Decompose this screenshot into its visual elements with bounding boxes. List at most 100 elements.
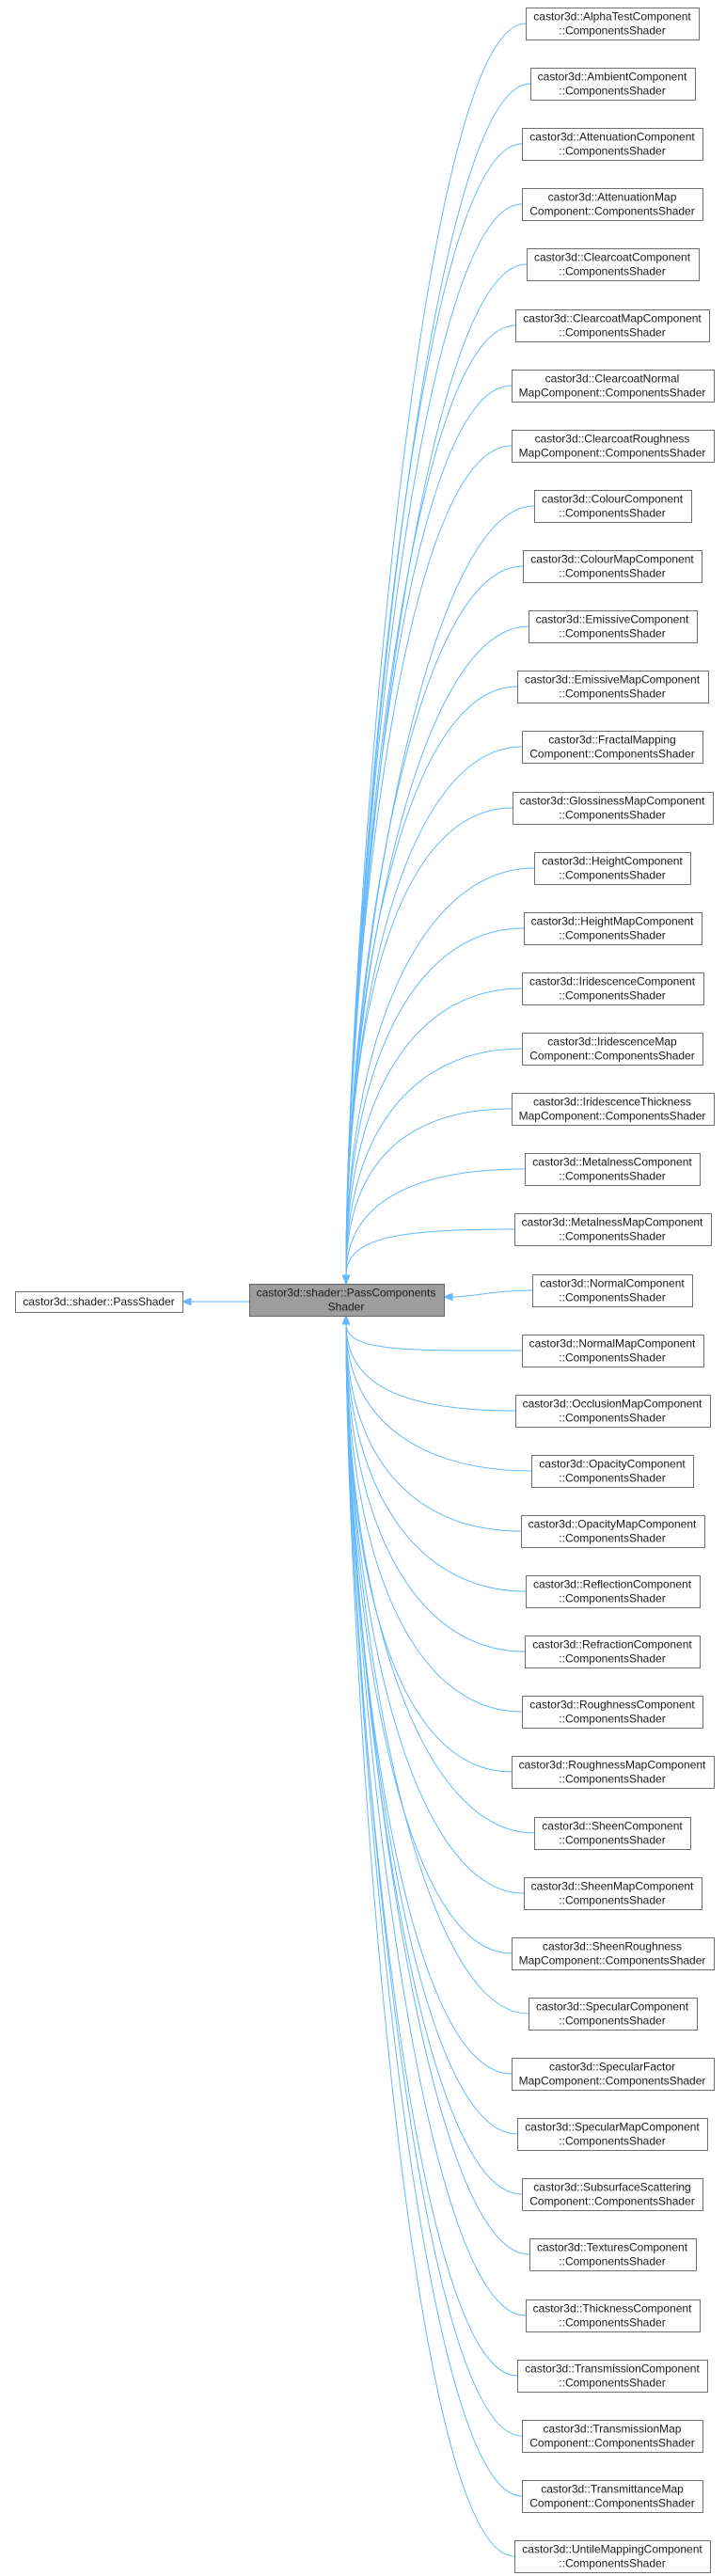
derived-node-emissivemapcomponent-componentsshader-label-line-2: ::ComponentsShader (559, 687, 665, 701)
derived-node-untilemappingcomponent-componentsshader-label-line-2: ::ComponentsShader (559, 2557, 665, 2570)
derived-node-iridescencecomponent-componentsshader-box (522, 972, 704, 1005)
derived-node-normalmapcomponent-componentsshader-label-line-2: ::ComponentsShader (559, 1351, 665, 1365)
derived-node-sheenmapcomponent-componentsshader-box (524, 1877, 702, 1910)
derived-node-clearcoatcomponent-componentsshader[interactable]: castor3d::ClearcoatComponent::Components… (527, 248, 700, 281)
derived-node-reflectioncomponent-componentsshader-label-line-2: ::ComponentsShader (559, 1592, 665, 1605)
derived-node-specularcomponent-componentsshader[interactable]: castor3d::SpecularComponent::ComponentsS… (529, 1998, 698, 2031)
derived-node-metalnessmapcomponent-componentsshader-edge-arrowhead (341, 1274, 351, 1286)
derived-node-ambientcomponent-componentsshader-label-line-2: ::ComponentsShader (559, 85, 665, 98)
derived-node-sheenmapcomponent-componentsshader-label-line-2: ::ComponentsShader (559, 1894, 665, 1907)
derived-node-opacitymapcomponent-componentsshader-edge (345, 1323, 522, 1532)
derived-node-normalmapcomponent-componentsshader-edge (345, 1323, 523, 1351)
derived-node-attenuationmapcomponent-componentsshader-label-line-2: Component::ComponentsShader (529, 205, 694, 218)
derived-node-colourcomponent-componentsshader-edge (345, 505, 535, 1276)
derived-node-normalmapcomponent-componentsshader[interactable]: castor3d::NormalMapComponent::Components… (522, 1335, 704, 1367)
derived-node-specularfactormapcomponent-componentsshader-label-line-1: castor3d::SpecularFactor (549, 2061, 675, 2074)
derived-node-heightmapcomponent-componentsshader-label-line-2: ::ComponentsShader (559, 929, 665, 942)
derived-node-iridescencecomponent-componentsshader-label-line-2: ::ComponentsShader (559, 989, 665, 1003)
derived-node-fractalmappingcomponent-componentsshader-label-line-1: castor3d::FractalMapping (548, 734, 675, 747)
derived-node-glossinessmapcomponent-componentsshader-box (513, 792, 714, 825)
derived-node-attenuationcomponent-componentsshader[interactable]: castor3d::AttenuationComponent::Componen… (522, 128, 703, 161)
derived-node-clearcoatcomponent-componentsshader-label-line-2: ::ComponentsShader (559, 265, 665, 278)
derived-node-heightcomponent-componentsshader-box (534, 852, 691, 885)
derived-node-refractioncomponent-componentsshader[interactable]: castor3d::RefractionComponent::Component… (525, 1636, 701, 1668)
derived-node-sheenroughnessmapcomponent-componentsshader-box (512, 1937, 715, 1970)
derived-node-specularfactormapcomponent-componentsshader-edge (345, 1323, 513, 2075)
derived-node-thicknesscomponent-componentsshader-box (526, 2299, 701, 2332)
derived-node-transmittancemapcomponent-componentsshader[interactable]: castor3d::TransmittanceMapComponent::Com… (522, 2480, 703, 2513)
derived-node-occlusionmapcomponent-componentsshader-label-line-1: castor3d::OcclusionMapComponent (523, 1398, 702, 1411)
derived-node-colourmapcomponent-componentsshader[interactable]: castor3d::ColourMapComponent::Components… (523, 550, 702, 583)
derived-node-iridescencethicknessmapcomponent-componentsshader[interactable]: castor3d::IridescenceThicknessMapCompone… (512, 1093, 715, 1126)
derived-node-transmissionmapcomponent-componentsshader-label-line-1: castor3d::TransmissionMap (544, 2423, 682, 2436)
derived-node-specularcomponent-componentsshader-edge (345, 1323, 529, 2015)
derived-node-sheencomponent-componentsshader[interactable]: castor3d::SheenComponent::ComponentsShad… (534, 1817, 691, 1850)
derived-node-ambientcomponent-componentsshader-box (530, 68, 696, 101)
derived-node-glossinessmapcomponent-componentsshader[interactable]: castor3d::GlossinessMapComponent::Compon… (513, 792, 714, 825)
derived-node-texturescomponent-componentsshader[interactable]: castor3d::TexturesComponent::ComponentsS… (529, 2238, 697, 2271)
derived-node-clearcoatroughnessmapcomponent-componentsshader[interactable]: castor3d::ClearcoatRoughnessMapComponent… (512, 430, 715, 463)
edges-layer (181, 23, 535, 2557)
derived-node-clearcoatnormalmapcomponent-componentsshader[interactable]: castor3d::ClearcoatNormalMapComponent::C… (512, 370, 715, 403)
derived-node-transmittancemapcomponent-componentsshader-edge (345, 1323, 523, 2497)
derived-node-untilemappingcomponent-componentsshader[interactable]: castor3d::UntileMappingComponent::Compon… (514, 2540, 711, 2573)
derived-node-sheenroughnessmapcomponent-componentsshader-label-line-2: MapComponent::ComponentsShader (519, 1954, 706, 1968)
derived-node-fractalmappingcomponent-componentsshader[interactable]: castor3d::FractalMappingComponent::Compo… (522, 731, 703, 764)
derived-node-iridescencemapcomponent-componentsshader-box (522, 1033, 703, 1066)
derived-node-reflectioncomponent-componentsshader[interactable]: castor3d::ReflectionComponent::Component… (526, 1575, 701, 1608)
derived-node-emissivecomponent-componentsshader-label-line-2: ::ComponentsShader (559, 627, 665, 640)
derived-node-clearcoatmapcomponent-componentsshader[interactable]: castor3d::ClearcoatMapComponent::Compone… (515, 309, 710, 342)
derived-node-emissivecomponent-componentsshader[interactable]: castor3d::EmissiveComponent::ComponentsS… (529, 610, 698, 643)
derived-node-metalnesscomponent-componentsshader[interactable]: castor3d::MetalnessComponent::Components… (525, 1153, 701, 1186)
derived-node-reflectioncomponent-componentsshader-label-line-1: castor3d::ReflectionComponent (533, 1578, 692, 1591)
derived-node-clearcoatroughnessmapcomponent-componentsshader-label-line-2: MapComponent::ComponentsShader (519, 447, 706, 460)
derived-node-alphatestcomponent-componentsshader[interactable]: castor3d::AlphaTestComponent::Components… (526, 8, 700, 40)
derived-node-heightmapcomponent-componentsshader[interactable]: castor3d::HeightMapComponent::Components… (524, 912, 702, 945)
derived-node-metalnesscomponent-componentsshader-edge (345, 1168, 526, 1276)
derived-node-opacitycomponent-componentsshader[interactable]: castor3d::OpacityComponent::ComponentsSh… (531, 1455, 694, 1488)
derived-node-alphatestcomponent-componentsshader-label-line-2: ::ComponentsShader (559, 24, 665, 38)
derived-node-thicknesscomponent-componentsshader[interactable]: castor3d::ThicknessComponent::Components… (526, 2299, 701, 2332)
derived-node-transmissioncomponent-componentsshader-label-line-1: castor3d::TransmissionComponent (525, 2363, 700, 2376)
derived-node-roughnesscomponent-componentsshader[interactable]: castor3d::RoughnessComponent::Components… (522, 1696, 703, 1729)
derived-node-roughnessmapcomponent-componentsshader-label-line-1: castor3d::RoughnessMapComponent (519, 1759, 706, 1772)
derived-node-opacitymapcomponent-componentsshader-label-line-2: ::ComponentsShader (559, 1532, 665, 1545)
derived-node-clearcoatnormalmapcomponent-componentsshader-box (512, 370, 715, 403)
derived-node-sheencomponent-componentsshader-label-line-1: castor3d::SheenComponent (542, 1820, 683, 1833)
derived-node-iridescencecomponent-componentsshader[interactable]: castor3d::IridescenceComponent::Componen… (522, 972, 704, 1005)
derived-node-heightcomponent-componentsshader[interactable]: castor3d::HeightComponent::ComponentsSha… (534, 852, 691, 885)
derived-node-texturescomponent-componentsshader-label-line-1: castor3d::TexturesComponent (537, 2241, 688, 2254)
derived-node-transmissionmapcomponent-componentsshader[interactable]: castor3d::TransmissionMapComponent::Comp… (522, 2420, 703, 2453)
derived-node-colourcomponent-componentsshader[interactable]: castor3d::ColourComponent::ComponentsSha… (534, 490, 692, 523)
derived-node-iridescencecomponent-componentsshader-label-line-1: castor3d::IridescenceComponent (529, 975, 696, 988)
derived-node-iridescencemapcomponent-componentsshader[interactable]: castor3d::IridescenceMapComponent::Compo… (522, 1033, 703, 1066)
base-class-node[interactable]: castor3d::shader::PassShader (15, 1291, 183, 1313)
derived-node-colourcomponent-componentsshader-label-line-1: castor3d::ColourComponent (542, 493, 684, 506)
derived-node-specularfactormapcomponent-componentsshader-label-line-2: MapComponent::ComponentsShader (519, 2075, 706, 2088)
derived-node-occlusionmapcomponent-componentsshader[interactable]: castor3d::OcclusionMapComponent::Compone… (515, 1395, 711, 1428)
derived-node-sheenroughnessmapcomponent-componentsshader[interactable]: castor3d::SheenRoughnessMapComponent::Co… (512, 1937, 715, 1970)
derived-node-normalcomponent-componentsshader[interactable]: castor3d::NormalComponent::ComponentsSha… (532, 1274, 693, 1307)
derived-node-opacitymapcomponent-componentsshader[interactable]: castor3d::OpacityMapComponent::Component… (521, 1515, 705, 1548)
derived-node-colourcomponent-componentsshader-label-line-2: ::ComponentsShader (559, 507, 665, 520)
derived-node-normalcomponent-componentsshader-edge-arrowhead (442, 1292, 453, 1302)
derived-node-opacitycomponent-componentsshader-label-line-2: ::ComponentsShader (559, 1472, 665, 1485)
derived-node-opacitycomponent-componentsshader-box (531, 1455, 694, 1488)
derived-node-subsurfacescatteringcomponent-componentsshader[interactable]: castor3d::SubsurfaceScatteringComponent:… (522, 2178, 703, 2211)
derived-node-specularfactormapcomponent-componentsshader[interactable]: castor3d::SpecularFactorMapComponent::Co… (512, 2058, 715, 2091)
derived-node-transmissioncomponent-componentsshader[interactable]: castor3d::TransmissionComponent::Compone… (517, 2360, 708, 2393)
derived-node-specularmapcomponent-componentsshader[interactable]: castor3d::SpecularMapComponent::Componen… (517, 2118, 708, 2151)
derived-node-attenuationcomponent-componentsshader-label-line-1: castor3d::AttenuationComponent (529, 131, 695, 144)
derived-node-attenuationmapcomponent-componentsshader[interactable]: castor3d::AttenuationMapComponent::Compo… (522, 188, 703, 221)
derived-node-iridescencethicknessmapcomponent-componentsshader-edge (345, 1108, 513, 1276)
derived-node-opacitycomponent-componentsshader-edge (345, 1323, 532, 1472)
derived-node-metalnessmapcomponent-componentsshader[interactable]: castor3d::MetalnessMapComponent::Compone… (514, 1213, 712, 1246)
derived-node-ambientcomponent-componentsshader-label-line-1: castor3d::AmbientComponent (538, 71, 687, 84)
derived-node-transmittancemapcomponent-componentsshader-box (522, 2480, 703, 2513)
derived-node-roughnesscomponent-componentsshader-label-line-1: castor3d::RoughnessComponent (529, 1699, 695, 1712)
derived-node-roughnessmapcomponent-componentsshader[interactable]: castor3d::RoughnessMapComponent::Compone… (512, 1756, 715, 1789)
derived-node-emissivemapcomponent-componentsshader[interactable]: castor3d::EmissiveMapComponent::Componen… (517, 671, 709, 703)
derived-node-ambientcomponent-componentsshader[interactable]: castor3d::AmbientComponent::ComponentsSh… (530, 68, 696, 101)
derived-node-sheenmapcomponent-componentsshader[interactable]: castor3d::SheenMapComponent::ComponentsS… (524, 1877, 702, 1910)
